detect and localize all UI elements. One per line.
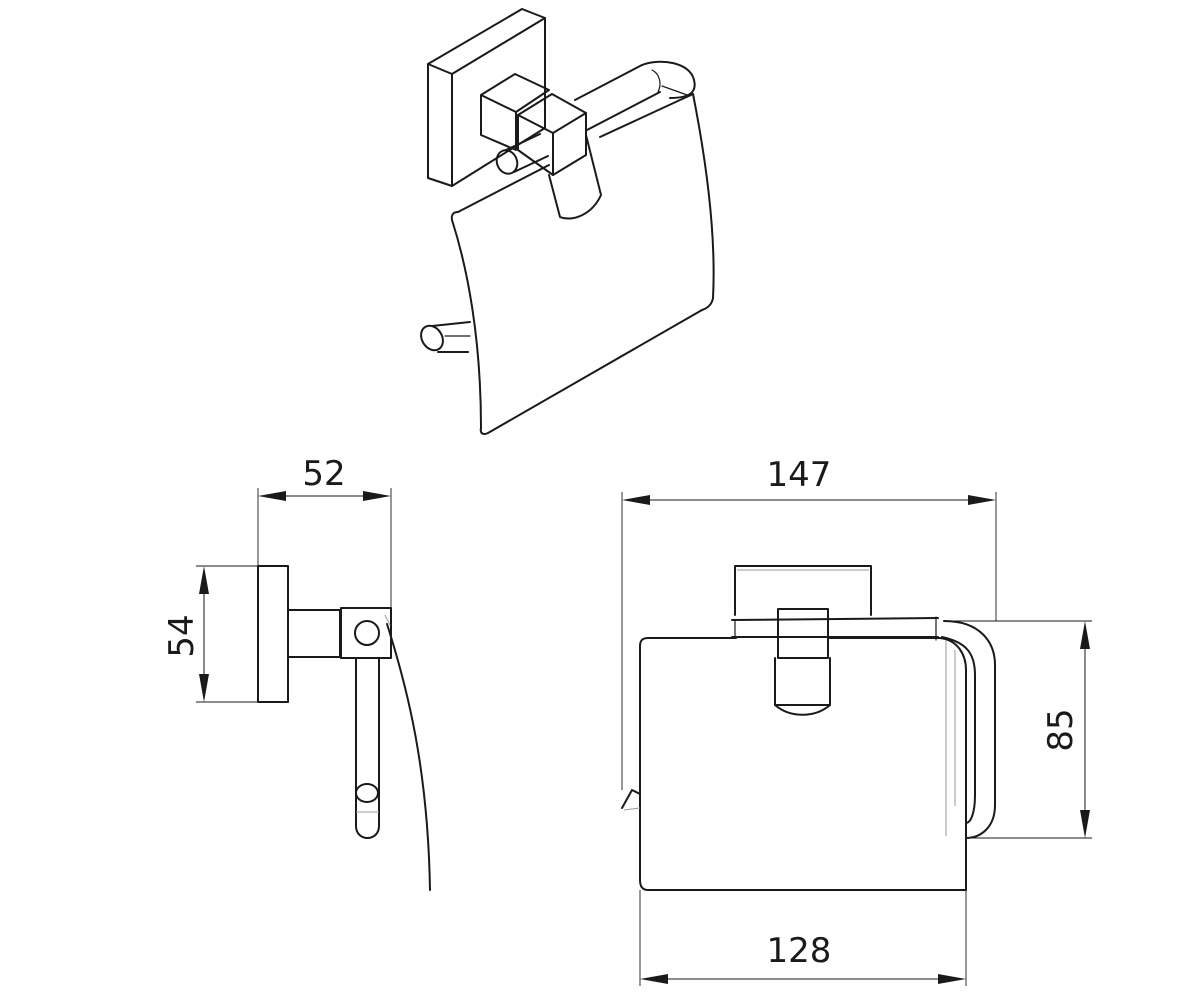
isometric-view — [420, 8, 715, 436]
dimension-front-cover-width: 128 — [639, 890, 967, 986]
dim-label-front-height: 85 — [1041, 708, 1081, 751]
dimension-side-height: 54 — [162, 565, 258, 703]
arrowhead — [1080, 621, 1090, 649]
iso-cover-tab — [548, 134, 602, 220]
dimension-side-width: 52 — [257, 454, 392, 608]
side-rod-section — [354, 620, 380, 646]
front-wall-plate — [734, 565, 872, 616]
arrowhead — [363, 491, 391, 501]
front-loop — [941, 620, 996, 839]
arrowhead — [1080, 810, 1090, 838]
iso-block-right — [517, 93, 587, 176]
dimension-front-height: 85 — [944, 620, 1092, 839]
front-cover — [639, 637, 967, 891]
dim-label-front-overall-width: 147 — [767, 455, 832, 495]
side-connector — [287, 609, 341, 658]
side-holder-arm — [355, 657, 380, 839]
arrowhead — [938, 974, 966, 984]
iso-cover — [450, 93, 715, 436]
front-rod — [731, 616, 939, 641]
iso-block-left — [480, 73, 550, 151]
side-cover — [386, 623, 431, 891]
dim-label-side-width: 52 — [302, 454, 345, 494]
side-block — [340, 607, 392, 659]
arrowhead — [622, 495, 650, 505]
iso-holder-arm — [420, 321, 471, 353]
side-wall-plate — [257, 565, 289, 703]
dim-label-front-cover-width: 128 — [767, 931, 832, 971]
side-view — [257, 565, 431, 891]
arrowhead — [199, 566, 209, 594]
front-view — [621, 565, 996, 891]
dim-label-side-height: 54 — [162, 614, 202, 657]
arrowhead — [968, 495, 996, 505]
iso-rod — [574, 60, 696, 131]
arrowhead — [640, 974, 668, 984]
dimension-front-overall-width: 147 — [621, 455, 997, 790]
front-hinge-tab — [774, 608, 831, 716]
arrowhead — [258, 491, 286, 501]
arrowhead — [199, 674, 209, 702]
iso-pin — [495, 133, 549, 175]
front-holder-pin — [621, 789, 641, 809]
